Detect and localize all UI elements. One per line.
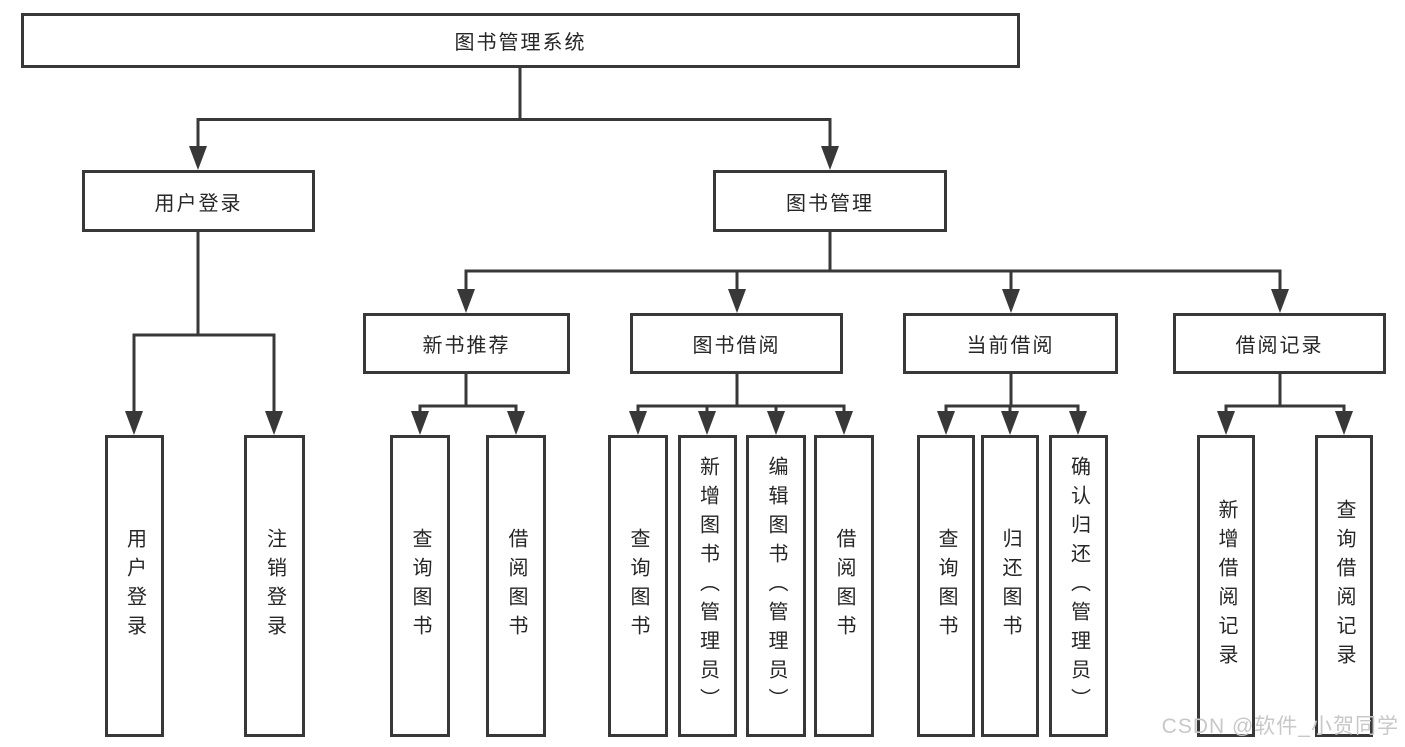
leaf-add-borrow-record: 新增借阅记录 xyxy=(1197,435,1255,737)
leaf-rec-borrow-books-label: 借阅图书 xyxy=(505,528,527,644)
leaf-borrow-books: 借阅图书 xyxy=(814,435,874,737)
node-new-book-recommend: 新书推荐 xyxy=(363,313,570,374)
node-borrowing-records: 借阅记录 xyxy=(1173,313,1386,374)
leaf-add-borrow-record-label: 新增借阅记录 xyxy=(1215,499,1237,673)
connector-user-login-children xyxy=(125,232,283,435)
leaf-edit-books-admin-label: 编辑图书（管理员） xyxy=(765,455,787,717)
leaf-user-login: 用户登录 xyxy=(105,435,164,737)
leaf-logout: 注销登录 xyxy=(244,435,305,737)
leaf-confirm-return-admin: 确认归还（管理员） xyxy=(1049,435,1108,737)
connector-borrow-children xyxy=(629,374,853,435)
leaf-current-query-books: 查询图书 xyxy=(917,435,975,737)
csdn-watermark: CSDN @软件_小贺同学 xyxy=(1161,715,1399,738)
connector-book-mgmt-children xyxy=(457,232,1289,313)
leaf-add-books-admin-label: 新增图书（管理员） xyxy=(696,455,719,717)
node-system-root-label: 图书管理系统 xyxy=(454,32,587,54)
leaf-current-query-books-label: 查询图书 xyxy=(935,528,957,644)
node-book-management-label: 图书管理 xyxy=(786,192,874,215)
connector-root-to-level1 xyxy=(189,68,839,170)
leaf-query-borrow-record: 查询借阅记录 xyxy=(1315,435,1373,737)
node-new-book-recommend-label: 新书推荐 xyxy=(422,335,511,357)
leaf-user-login-label: 用户登录 xyxy=(123,528,146,644)
node-book-management: 图书管理 xyxy=(713,170,947,232)
leaf-rec-borrow-books: 借阅图书 xyxy=(486,435,546,737)
leaf-add-books-admin: 新增图书（管理员） xyxy=(678,435,737,737)
leaf-borrow-query-books: 查询图书 xyxy=(608,435,668,737)
leaf-rec-query-books-label: 查询图书 xyxy=(409,528,431,644)
node-book-borrowing-label: 图书借阅 xyxy=(692,335,781,357)
leaf-borrow-books-label: 借阅图书 xyxy=(833,528,855,644)
node-user-login-label: 用户登录 xyxy=(154,192,243,215)
node-user-login: 用户登录 xyxy=(82,170,315,232)
connector-current-children xyxy=(937,374,1087,435)
leaf-logout-label: 注销登录 xyxy=(263,528,286,644)
connector-new-rec-children xyxy=(411,374,525,435)
leaf-edit-books-admin: 编辑图书（管理员） xyxy=(746,435,806,737)
node-system-root: 图书管理系统 xyxy=(21,13,1020,68)
leaf-rec-query-books: 查询图书 xyxy=(390,435,450,737)
node-current-borrowing-label: 当前借阅 xyxy=(966,335,1055,357)
leaf-query-borrow-record-label: 查询借阅记录 xyxy=(1333,499,1355,673)
connector-records-children xyxy=(1217,374,1353,435)
leaf-return-books: 归还图书 xyxy=(981,435,1039,737)
leaf-confirm-return-admin-label: 确认归还（管理员） xyxy=(1067,455,1090,717)
node-borrowing-records-label: 借阅记录 xyxy=(1235,335,1324,357)
node-current-borrowing: 当前借阅 xyxy=(903,313,1118,374)
node-book-borrowing: 图书借阅 xyxy=(630,313,843,374)
leaf-borrow-query-books-label: 查询图书 xyxy=(627,528,649,644)
leaf-return-books-label: 归还图书 xyxy=(999,528,1021,644)
